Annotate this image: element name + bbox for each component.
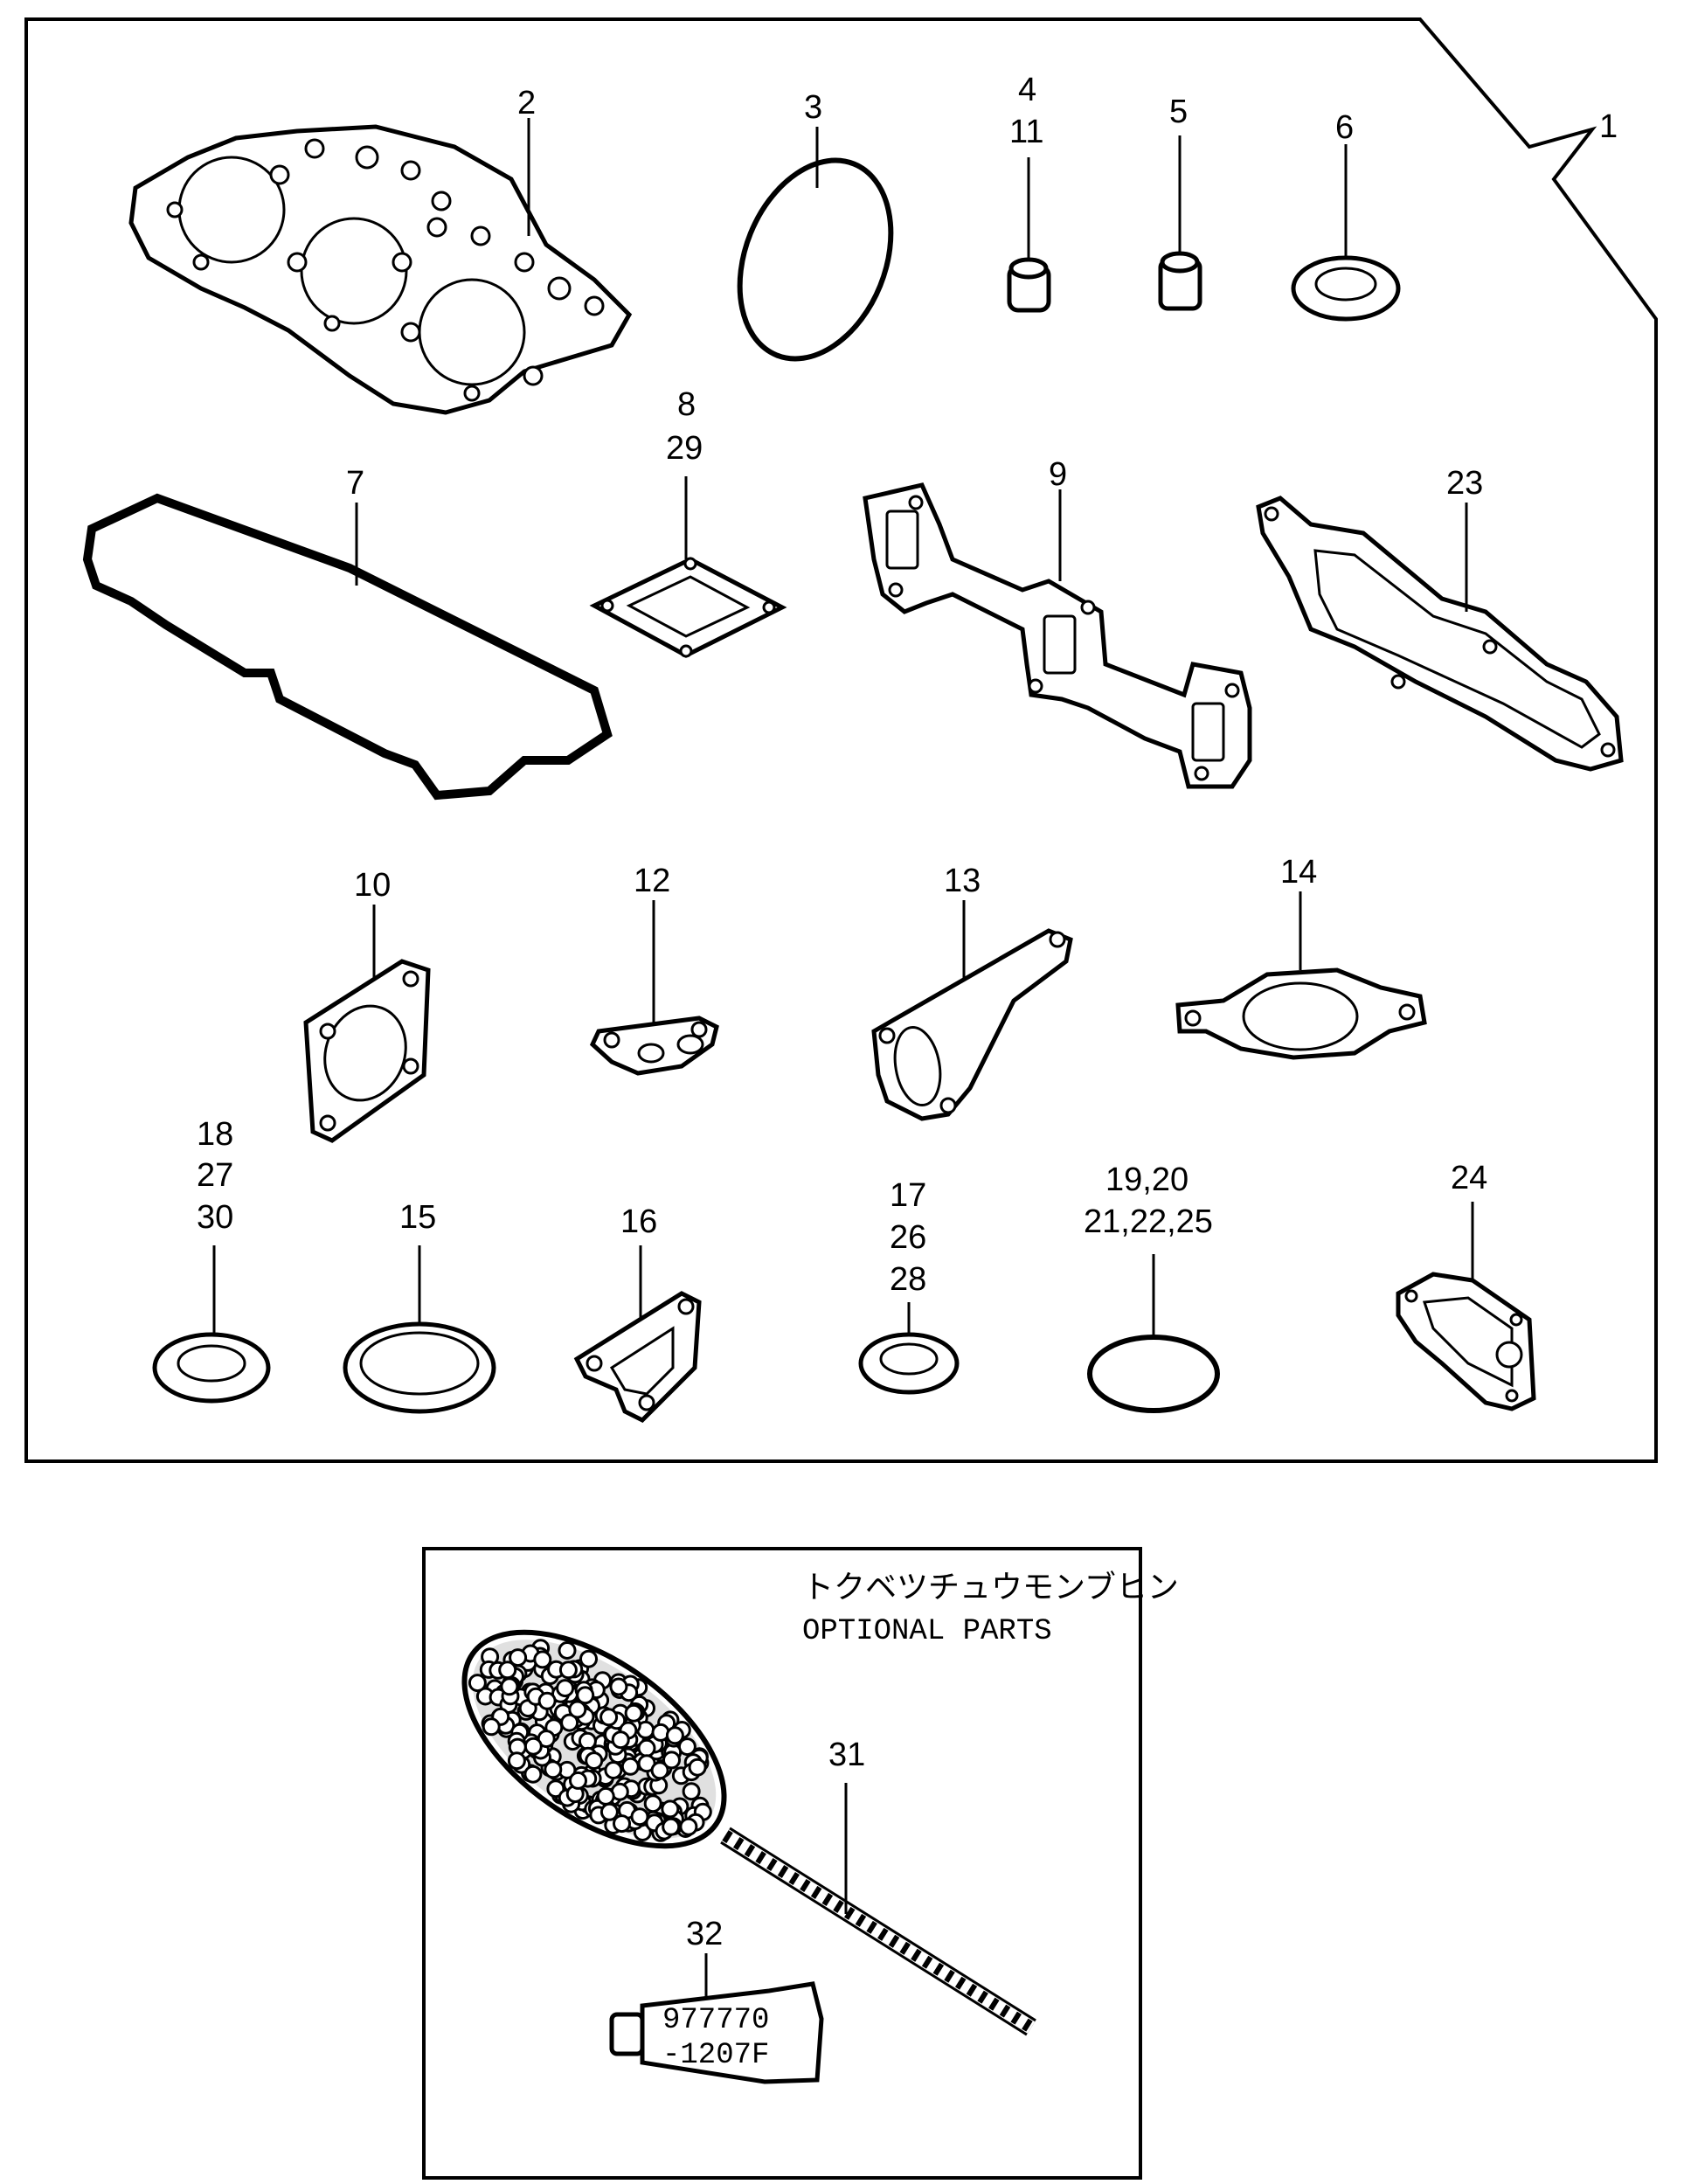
callout-15: 15 <box>399 1199 436 1236</box>
callout-1: 1 <box>1599 108 1618 145</box>
cylinder-head-gasket <box>131 127 629 413</box>
washer-small <box>155 1335 268 1401</box>
callout-24: 24 <box>1451 1160 1487 1196</box>
bristle-dot <box>606 1763 621 1778</box>
callout-11: 11 <box>1009 114 1043 150</box>
callout-32: 32 <box>686 1916 723 1952</box>
bristle-dot <box>681 1819 696 1834</box>
o-ring-small <box>1090 1337 1217 1411</box>
callout-23: 23 <box>1446 465 1483 502</box>
callout-17: 17 <box>890 1177 926 1214</box>
intake-manifold-gasket <box>1258 498 1621 769</box>
o-ring-large <box>712 138 919 382</box>
bristle-dot <box>645 1796 661 1812</box>
callout-9: 9 <box>1049 456 1067 493</box>
oil-pipe-gasket <box>593 1018 717 1073</box>
thermostat-cover-gasket <box>594 558 782 656</box>
optional-parts-title-jp: トクベツチュウモンブヒン <box>802 1570 1179 1605</box>
tube-label-line1: 977770 <box>662 2004 769 2037</box>
bristle-dot <box>559 1643 575 1659</box>
bristle-dot <box>601 1709 617 1725</box>
bristle-dot <box>611 1679 627 1695</box>
callout-5: 5 <box>1169 94 1188 130</box>
callout-12: 12 <box>634 863 670 899</box>
callout-29: 29 <box>666 430 703 467</box>
bristle-dot <box>535 1652 551 1667</box>
oval-flange-gasket <box>1178 970 1424 1057</box>
bushing <box>1161 253 1200 309</box>
bristle-dot <box>581 1651 597 1667</box>
optional-parts-title-en: OPTIONAL PARTS <box>802 1615 1052 1648</box>
valve-stem-seal <box>1009 260 1049 310</box>
callout-3: 3 <box>804 89 822 126</box>
bristle-dot <box>663 1819 679 1834</box>
bristle-dot <box>545 1762 561 1778</box>
cover-gasket <box>1398 1274 1534 1409</box>
water-pump-gasket <box>874 931 1071 1119</box>
callout-19-20: 19,20 <box>1105 1161 1189 1198</box>
callout-18: 18 <box>197 1116 233 1153</box>
callout-4: 4 <box>1018 72 1036 108</box>
callout-8: 8 <box>677 386 696 423</box>
bristle-dot <box>598 1788 613 1804</box>
bristle-dot <box>662 1801 678 1817</box>
callout-7: 7 <box>346 465 364 502</box>
callout-2: 2 <box>517 85 536 121</box>
callout-21-22-25: 21,22,25 <box>1084 1203 1213 1240</box>
bristle-dot <box>683 1784 699 1799</box>
bristle-dot <box>525 1766 541 1782</box>
washer <box>1293 258 1398 319</box>
bristle-dot <box>502 1679 517 1695</box>
bristle-dot <box>690 1759 705 1775</box>
bristle-dot <box>539 1693 555 1709</box>
callout-13: 13 <box>944 863 981 899</box>
pump-gasket-square <box>306 961 428 1141</box>
callout-26: 26 <box>890 1219 926 1256</box>
bristle-dot <box>614 1816 630 1832</box>
small-flange-gasket <box>577 1293 699 1420</box>
bristle-dot <box>586 1753 602 1769</box>
callout-28: 28 <box>890 1261 926 1298</box>
exhaust-manifold-gasket <box>865 485 1250 787</box>
bristle-dot <box>632 1809 648 1825</box>
bristle-dot <box>509 1753 524 1769</box>
sealant-tube: 977770 -1207F <box>612 1984 821 2082</box>
callout-31: 31 <box>828 1737 865 1773</box>
bristle-dot <box>626 1705 641 1721</box>
bristle-dot <box>469 1675 485 1691</box>
rocker-cover-gasket <box>87 498 607 795</box>
callout-30: 30 <box>197 1199 233 1236</box>
bristle-dot <box>652 1763 668 1778</box>
bristle-dot <box>558 1681 573 1696</box>
bristle-dot <box>525 1738 541 1754</box>
bristle-dot <box>653 1724 669 1740</box>
cylinder-hone-brush <box>427 1590 1031 2028</box>
callout-16: 16 <box>620 1203 657 1240</box>
bristle-dot <box>613 1732 628 1748</box>
callout-27: 27 <box>197 1157 233 1194</box>
callout-14: 14 <box>1280 854 1317 891</box>
washer-large <box>345 1324 494 1411</box>
callout-10: 10 <box>354 867 391 904</box>
washer-medium <box>861 1335 957 1392</box>
bristle-dot <box>667 1728 683 1744</box>
bristle-dot <box>560 1662 576 1678</box>
bristle-dot <box>500 1662 516 1678</box>
bristle-dot <box>639 1740 655 1756</box>
bristle-dot <box>483 1719 499 1735</box>
tube-label-line2: -1207F <box>662 2039 769 2072</box>
callout-6: 6 <box>1335 109 1354 146</box>
bristle-dot <box>622 1758 638 1774</box>
bristle-dot <box>570 1702 586 1717</box>
bristle-dot <box>571 1772 586 1788</box>
